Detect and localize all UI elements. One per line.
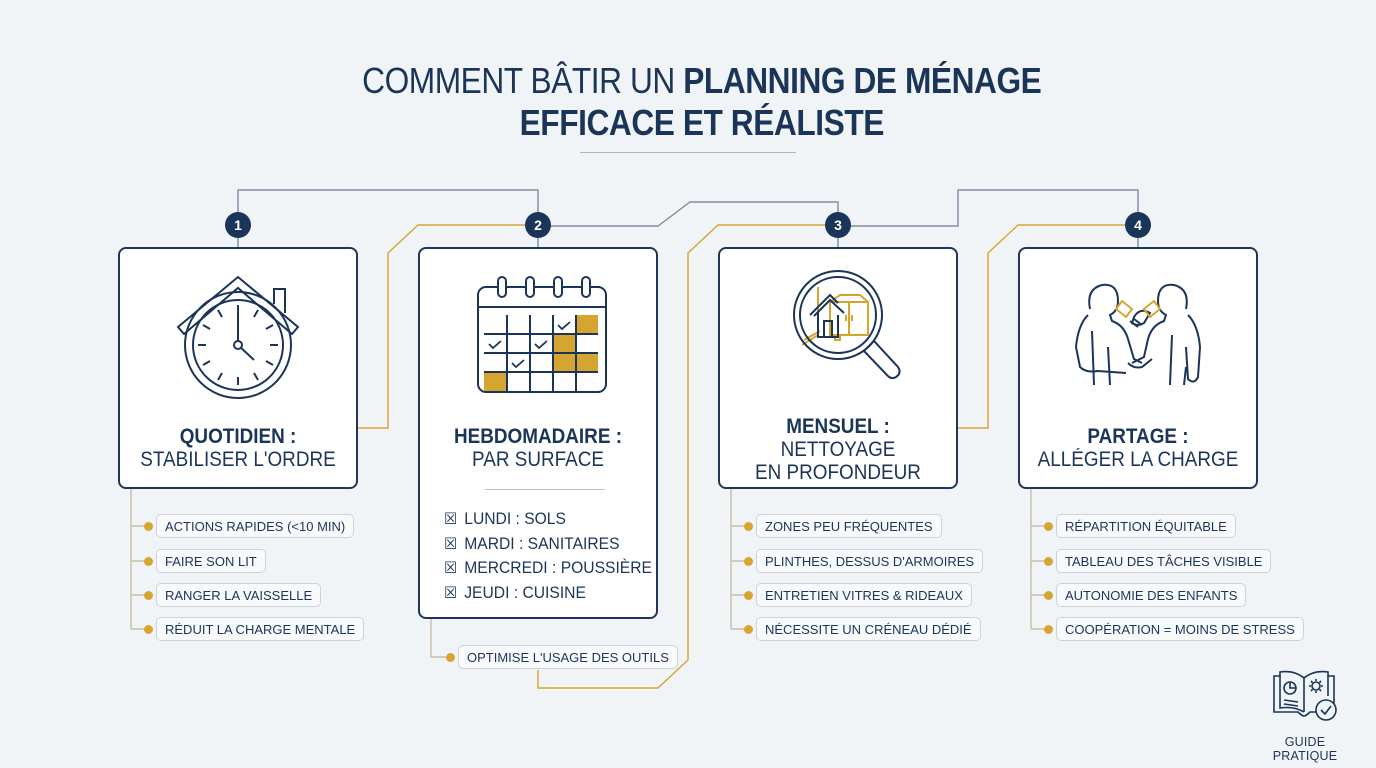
bullet-dot: [144, 625, 153, 634]
card-heading: MENSUEL : NETTOYAGE EN PROFONDEUR: [755, 415, 921, 484]
guide-label: GUIDE PRATIQUE: [1272, 735, 1338, 763]
page-title: COMMENT BÂTIR UN PLANNING DE MÉNAGE EFFI…: [84, 60, 1320, 144]
bullet-dot: [744, 557, 753, 566]
guide-book-icon: [1273, 670, 1337, 721]
daily-item-chip: FAIRE SON LIT: [156, 549, 266, 573]
card-weekly: HEBDOMADAIRE : PAR SURFACE ☒LUNDI : SOLS…: [418, 247, 658, 619]
bullet-dot: [744, 522, 753, 531]
step-badge-3: 3: [825, 212, 851, 238]
card-heading: QUOTIDIEN : STABILISER L'ORDRE: [140, 425, 336, 471]
card-monthly: MENSUEL : NETTOYAGE EN PROFONDEUR: [718, 247, 958, 489]
monthly-item-chip: ZONES PEU FRÉQUENTES: [756, 514, 942, 538]
title-divider: [580, 152, 796, 153]
card-sharing: PARTAGE : ALLÉGER LA CHARGE: [1018, 247, 1258, 489]
daily-item-chip: RANGER LA VAISSELLE: [156, 583, 322, 607]
weekly-item-chip: OPTIMISE L'USAGE DES OUTILS: [458, 645, 678, 669]
bullet-dot: [144, 591, 153, 600]
weekday-item: ☒JEUDI : CUISINE: [444, 581, 652, 606]
step-badge-1: 1: [225, 212, 251, 238]
bullet-dot: [744, 591, 753, 600]
weekday-item: ☒MARDI : SANITAIRES: [444, 532, 652, 557]
sharing-item-chip: AUTONOMIE DES ENFANTS: [1056, 583, 1247, 607]
bullet-dot: [744, 625, 753, 634]
monthly-item-chip: ENTRETIEN VITRES & RIDEAUX: [756, 583, 972, 607]
bullet-dot: [446, 653, 455, 662]
bullet-dot: [1044, 522, 1053, 531]
sharing-item-chip: RÉPARTITION ÉQUITABLE: [1056, 514, 1236, 538]
step-badge-4: 4: [1125, 212, 1151, 238]
checkbox-x-icon: ☒: [444, 560, 458, 577]
daily-item-chip: ACTIONS RAPIDES (<10 MIN): [156, 514, 355, 538]
guide-badge: GUIDE PRATIQUE: [1255, 668, 1355, 763]
bullet-dot: [1044, 557, 1053, 566]
handshake-icon: [1020, 267, 1256, 407]
title-bold-line1: PLANNING DE MÉNAGE: [683, 60, 1042, 101]
weekday-item: ☒LUNDI : SOLS: [444, 507, 652, 532]
card-heading: PARTAGE : ALLÉGER LA CHARGE: [1037, 425, 1239, 471]
bullet-dot: [144, 522, 153, 531]
house-clock-icon: [120, 267, 356, 407]
checkbox-x-icon: ☒: [444, 584, 458, 602]
card-heading: HEBDOMADAIRE : PAR SURFACE: [453, 425, 622, 471]
card-daily: QUOTIDIEN : STABILISER L'ORDRE: [118, 247, 358, 489]
title-light: COMMENT BÂTIR UN: [362, 60, 684, 101]
step-badge-2: 2: [525, 212, 551, 238]
daily-item-chip: RÉDUIT LA CHARGE MENTALE: [156, 617, 365, 641]
title-bold-line2: EFFICACE ET RÉALISTE: [519, 102, 885, 143]
checkbox-x-icon: ☒: [444, 535, 458, 553]
weekday-list: ☒LUNDI : SOLS ☒MARDI : SANITAIRES ☒MERCR…: [444, 507, 670, 605]
monthly-item-chip: NÉCESSITE UN CRÉNEAU DÉDIÉ: [756, 617, 981, 641]
sharing-item-chip: TABLEAU DES TÂCHES VISIBLE: [1056, 549, 1272, 573]
bullet-dot: [1044, 625, 1053, 634]
calendar-checklist-icon: [420, 267, 656, 407]
bullet-dot: [144, 557, 153, 566]
card-divider: [485, 489, 605, 490]
sharing-item-chip: COOPÉRATION = MOINS DE STRESS: [1056, 617, 1304, 641]
checkbox-x-icon: ☒: [444, 511, 458, 528]
monthly-item-chip: PLINTHES, DESSUS D'ARMOIRES: [756, 549, 984, 573]
bullet-dot: [1044, 591, 1053, 600]
weekday-item: ☒MERCREDI : POUSSIÈRE: [444, 556, 652, 581]
magnifier-house-icon: [720, 267, 956, 407]
